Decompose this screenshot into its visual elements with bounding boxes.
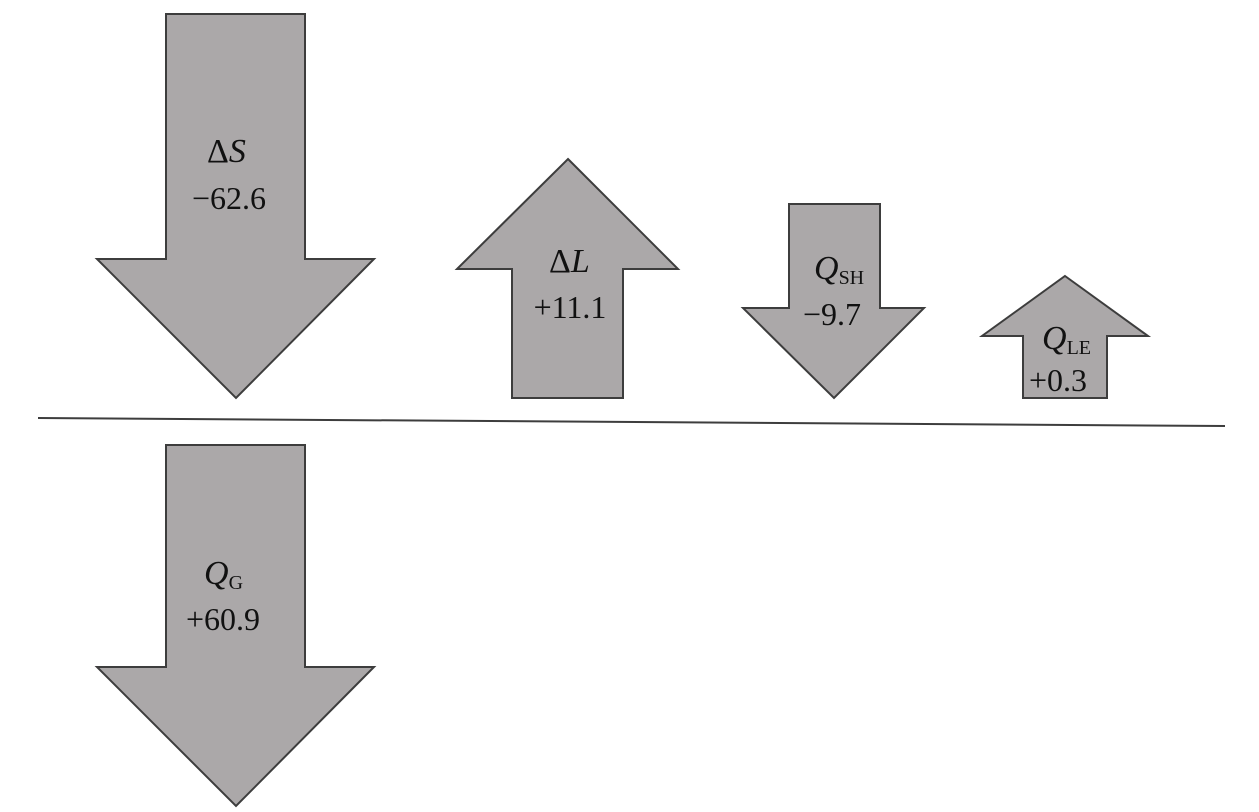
longwave-arrow-shape bbox=[454, 157, 681, 399]
storage-arrow-shape bbox=[94, 13, 377, 400]
sensible-heat-symbol: QSH bbox=[814, 250, 864, 289]
ground-heat-symbol: QG bbox=[204, 555, 243, 594]
longwave-symbol: ΔL bbox=[549, 243, 590, 280]
ground-heat-arrow: QG +60.9 bbox=[94, 444, 377, 808]
ground-heat-value: +60.9 bbox=[186, 601, 260, 637]
storage-symbol: ΔS bbox=[207, 133, 246, 170]
longwave-value: +11.1 bbox=[534, 289, 607, 325]
storage-arrow: ΔS −62.6 bbox=[94, 13, 377, 400]
sensible-heat-value: −9.7 bbox=[803, 296, 861, 332]
latent-heat-symbol: QLE bbox=[1042, 320, 1091, 359]
latent-heat-arrow: QLE +0.3 bbox=[978, 274, 1152, 399]
surface-line bbox=[37, 417, 1226, 427]
storage-value: −62.6 bbox=[192, 180, 266, 216]
longwave-arrow: ΔL +11.1 bbox=[454, 157, 681, 399]
sensible-heat-arrow-shape bbox=[740, 203, 927, 400]
latent-heat-arrow-shape bbox=[978, 274, 1152, 399]
latent-heat-value: +0.3 bbox=[1029, 362, 1087, 398]
ground-heat-arrow-shape bbox=[94, 444, 377, 808]
sensible-heat-arrow: QSH −9.7 bbox=[740, 203, 927, 400]
